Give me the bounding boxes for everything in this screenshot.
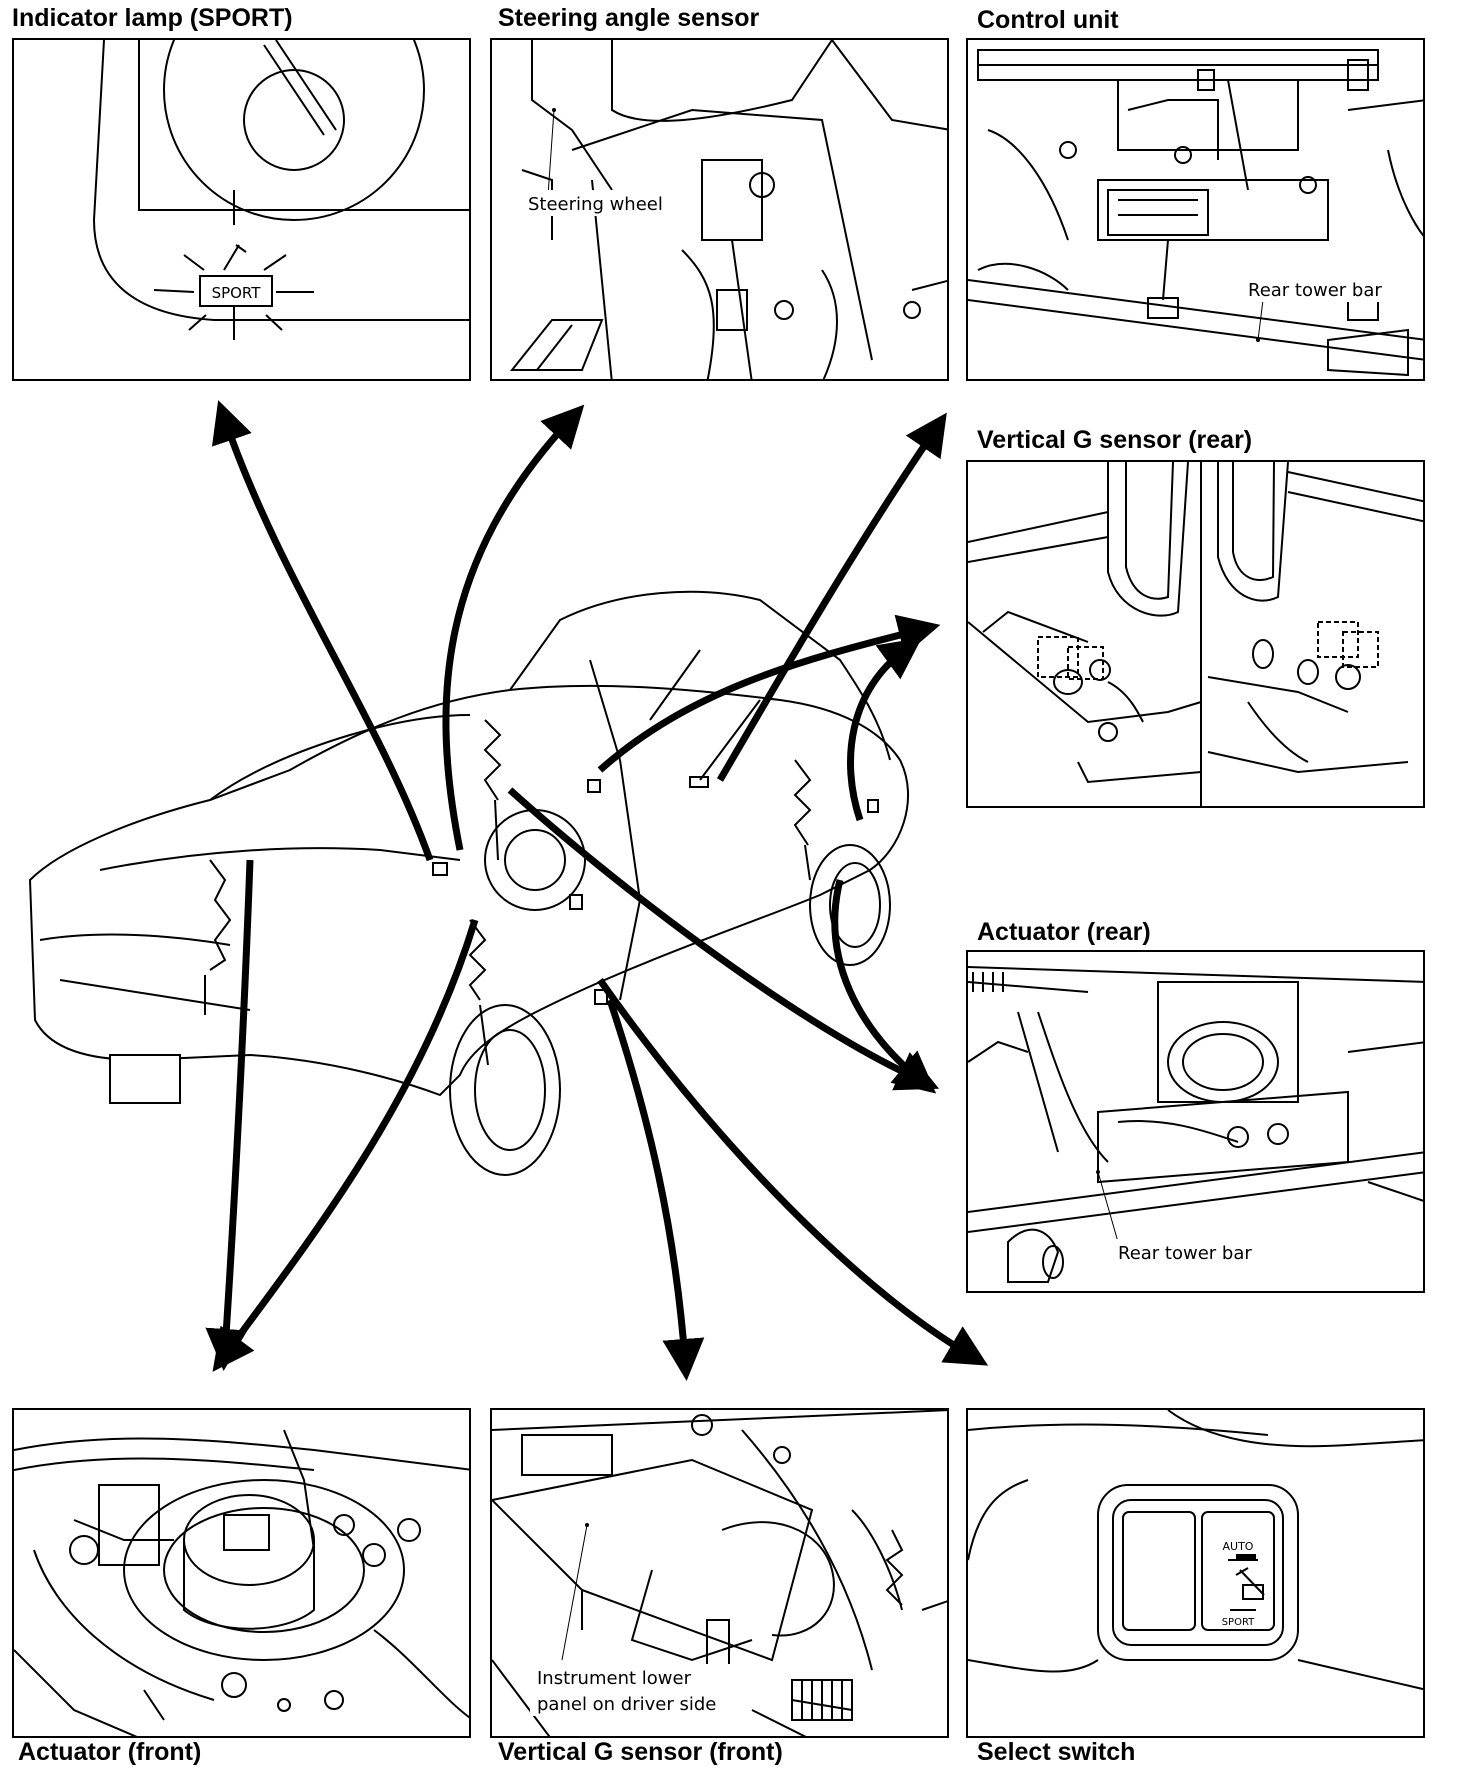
instrument-panel-callout-line2: panel on driver side [537,1694,716,1715]
steering-angle-sensor-title: Steering angle sensor [498,4,760,32]
actuator-front-panel [12,1408,471,1738]
control-unit-title: Control unit [977,6,1119,34]
vertical-g-front-panel: Instrument lower panel on driver side [490,1408,949,1738]
actuator-rear-title: Actuator (rear) [977,918,1151,946]
steering-angle-sensor-panel: Steering wheel [490,38,949,381]
strut-front-left [204,719,879,1066]
select-switch-panel: AUTO SPORT [966,1408,1425,1738]
actuator-rear-panel: Rear tower bar [966,950,1425,1293]
steering-wheel-callout: Steering wheel [528,194,663,215]
vertical-g-rear-title: Vertical G sensor (rear) [977,426,1253,454]
rear-tower-bar-callout-2: Rear tower bar [1118,1243,1252,1264]
select-switch-title: Select switch [977,1738,1136,1766]
sport-mode-label: SPORT [1222,1617,1255,1628]
auto-mode-label: AUTO [1223,1540,1254,1553]
vertical-g-rear-panel [966,460,1425,808]
instrument-panel-callout-line1: Instrument lower [537,1668,692,1689]
vertical-g-front-title: Vertical G sensor (front) [498,1738,783,1766]
indicator-lamp-panel: SPORT [12,38,471,381]
car-body-outline [28,590,909,1176]
pointer-arrows [205,400,989,1381]
sport-lamp-label: SPORT [212,284,262,302]
control-unit-panel: Rear tower bar [966,38,1425,381]
actuator-front-title: Actuator (front) [18,1738,202,1766]
indicator-lamp-title: Indicator lamp (SPORT) [12,4,293,32]
rear-tower-bar-callout: Rear tower bar [1248,280,1382,301]
